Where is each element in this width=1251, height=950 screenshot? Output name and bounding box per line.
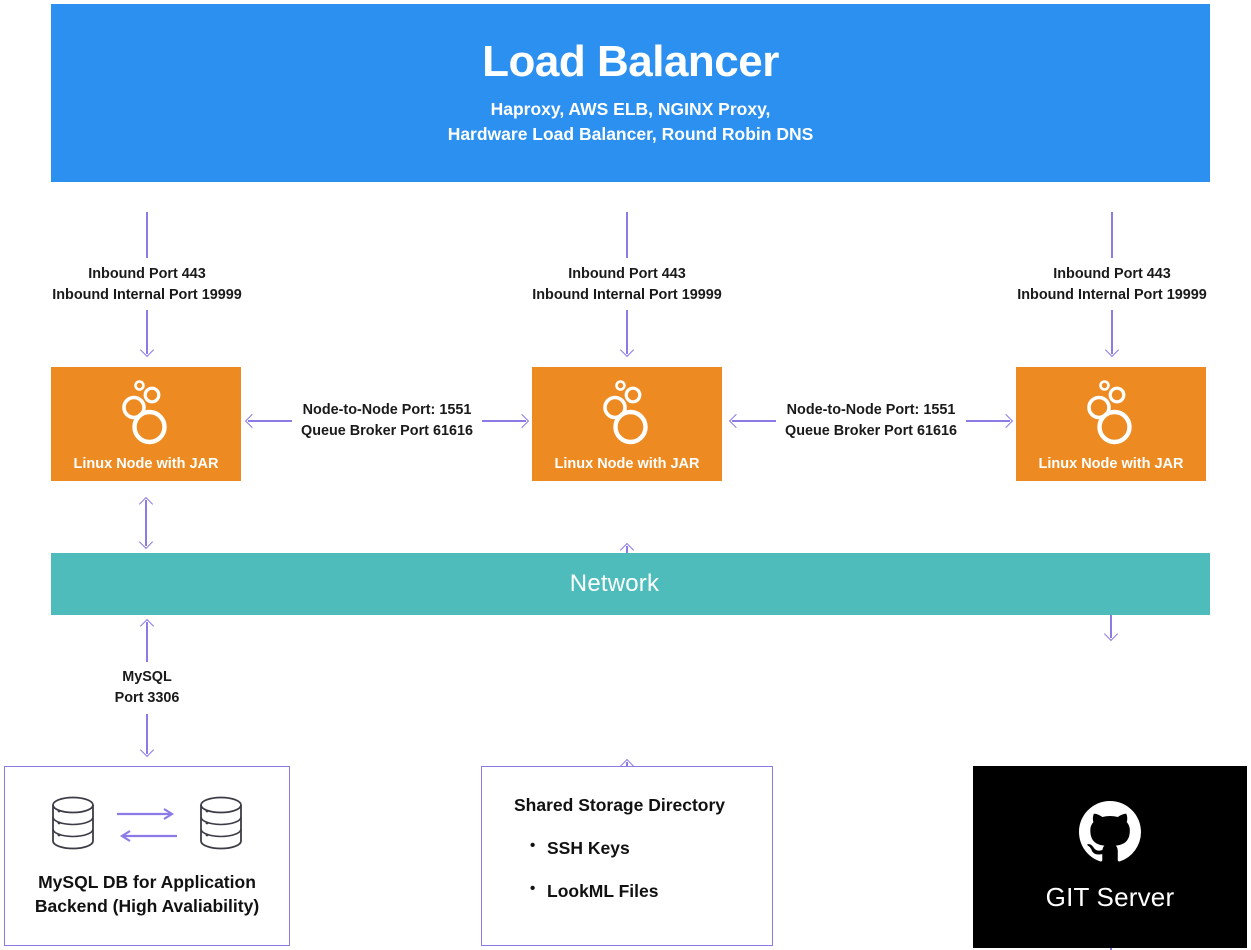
node-to-node-caption-left: Node-to-Node Port: 1551 Queue Broker Por… <box>292 400 482 442</box>
node-to-node-connector-right: Node-to-Node Port: 1551 Queue Broker Por… <box>726 400 1016 442</box>
inbound-connector-left: Inbound Port 443 Inbound Internal Port 1… <box>0 212 307 354</box>
load-balancer-subtitle-line2: Hardware Load Balancer, Round Robin DNS <box>447 124 814 145</box>
mysql-db-title-line1: MySQL DB for Application <box>38 871 256 892</box>
node-to-node-connector-left: Node-to-Node Port: 1551 Queue Broker Por… <box>242 400 532 442</box>
inbound-connector-middle: Inbound Port 443 Inbound Internal Port 1… <box>467 212 787 354</box>
inbound-connector-left-line2: Inbound Internal Port 19999 <box>52 286 242 303</box>
node-cluster-icon <box>51 367 241 457</box>
node-network-arrow-right <box>1110 592 1112 638</box>
node-to-node-right-line2: Queue Broker Port 61616 <box>785 422 957 439</box>
arrow-right-icon <box>481 420 526 422</box>
connector-arrow-down <box>146 713 148 754</box>
linux-node-left[interactable]: Linux Node with JAR <box>51 367 241 481</box>
shared-storage-title: Shared Storage Directory <box>514 795 726 815</box>
connector-arrow-down <box>146 309 148 354</box>
inbound-connector-left-line1: Inbound Port 443 <box>88 266 206 282</box>
connector-stem <box>626 212 628 258</box>
arrow-left-icon <box>732 420 777 422</box>
list-item: LookML Files <box>530 880 772 902</box>
inbound-connector-right: Inbound Port 443 Inbound Internal Port 1… <box>952 212 1251 354</box>
mysql-connector-line1: MySQL <box>122 669 172 685</box>
replication-arrows <box>116 808 178 843</box>
node-to-node-left-line1: Node-to-Node Port: 1551 <box>302 402 472 418</box>
network-label: Network <box>569 570 660 597</box>
mysql-connector-line2: Port 3306 <box>114 689 180 706</box>
connector-arrow-down <box>626 309 628 354</box>
linux-node-middle-label: Linux Node with JAR <box>554 456 700 473</box>
inbound-connector-middle-line1: Inbound Port 443 <box>568 266 686 282</box>
database-cylinder-icon <box>48 794 98 857</box>
network-bar: Network <box>51 553 1210 615</box>
load-balancer-title: Load Balancer <box>482 36 779 86</box>
shared-storage-card[interactable]: Shared Storage Directory SSH Keys LookML… <box>481 766 773 946</box>
linux-node-left-label: Linux Node with JAR <box>73 456 219 473</box>
arrow-right-icon <box>117 808 175 821</box>
arrow-left-icon <box>119 830 177 843</box>
load-balancer-subtitle-line1: Haproxy, AWS ELB, NGINX Proxy, <box>490 98 771 119</box>
mysql-connector: MySQL Port 3306 <box>47 622 247 754</box>
git-server-label: GIT Server <box>1045 882 1175 912</box>
shared-storage-list: SSH Keys LookML Files <box>514 837 772 902</box>
database-cylinder-icon <box>196 794 246 857</box>
inbound-connector-right-line1: Inbound Port 443 <box>1053 266 1171 282</box>
arrow-left-icon <box>248 420 293 422</box>
inbound-connector-middle-line2: Inbound Internal Port 19999 <box>532 286 722 303</box>
connector-stem <box>146 212 148 258</box>
linux-node-right[interactable]: Linux Node with JAR <box>1016 367 1206 481</box>
connector-stem <box>1111 212 1113 258</box>
github-octocat-icon <box>1079 801 1141 868</box>
node-to-node-right-line1: Node-to-Node Port: 1551 <box>786 402 956 418</box>
load-balancer-banner: Load Balancer Haproxy, AWS ELB, NGINX Pr… <box>51 4 1210 182</box>
node-to-node-left-line2: Queue Broker Port 61616 <box>301 422 473 439</box>
mysql-db-card-title: MySQL DB for Application Backend (High A… <box>35 871 259 918</box>
connector-arrow-down <box>1111 309 1113 354</box>
node-to-node-caption-right: Node-to-Node Port: 1551 Queue Broker Por… <box>776 400 966 442</box>
linux-node-middle[interactable]: Linux Node with JAR <box>532 367 722 481</box>
node-cluster-icon <box>1016 367 1206 457</box>
inbound-connector-right-line2: Inbound Internal Port 19999 <box>1017 286 1207 303</box>
node-network-arrow-left <box>145 500 147 546</box>
arrow-right-icon <box>965 420 1010 422</box>
list-item: SSH Keys <box>530 837 772 859</box>
git-server-card[interactable]: GIT Server <box>973 766 1247 948</box>
node-cluster-icon <box>532 367 722 457</box>
mysql-db-card[interactable]: MySQL DB for Application Backend (High A… <box>4 766 290 946</box>
linux-node-right-label: Linux Node with JAR <box>1038 456 1184 473</box>
mysql-db-title-line2: Backend (High Avaliability) <box>34 895 260 916</box>
load-balancer-subtitle: Haproxy, AWS ELB, NGINX Proxy, Hardware … <box>448 97 814 148</box>
connector-arrow-up <box>146 622 148 662</box>
database-replication-group <box>48 794 246 857</box>
